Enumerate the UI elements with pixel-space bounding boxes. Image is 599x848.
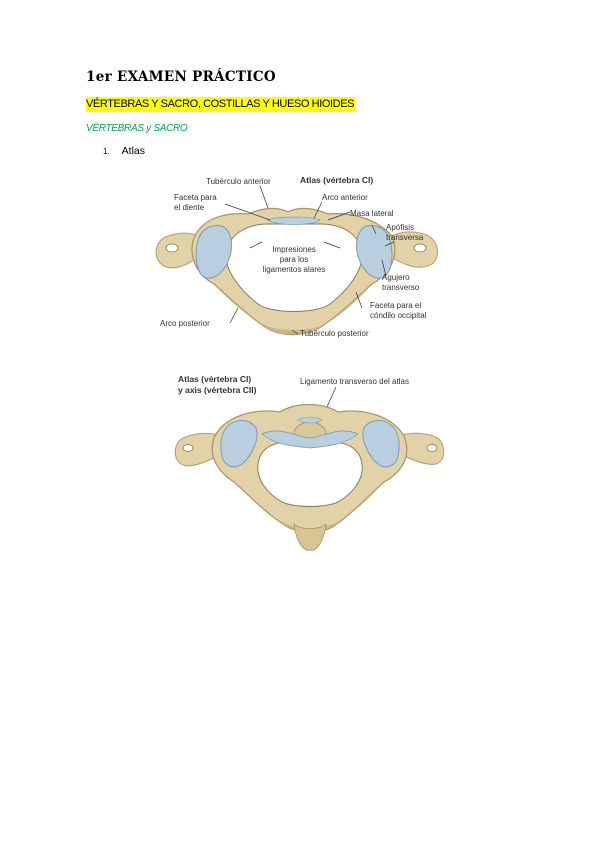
label-faceta-condilo-2: cóndilo occipital [370, 311, 427, 320]
label-impresiones-2: para los [280, 255, 308, 264]
label-tuberculo-anterior: Tubérculo anterior [206, 177, 271, 186]
label-arco-anterior: Arco anterior [322, 193, 368, 202]
figure2-title-2: y axis (vértebra CII) [178, 385, 257, 395]
label-impresiones-1: Impresiones [272, 245, 316, 254]
list-number: 1. [103, 147, 110, 156]
subsection-heading: VÉRTEBRAS y SACRO [86, 123, 188, 134]
atlas-axis-figure: Atlas (vértebra CI) y axis (vértebra CII… [174, 374, 445, 551]
label-agujero-1: Agujero [382, 273, 410, 282]
figure-labels: Tubérculo anterior Atlas (vértebra CI) F… [160, 175, 427, 338]
page-title: 1er EXAMEN PRÁCTICO [86, 69, 276, 85]
label-impresiones-3: ligamentos alares [263, 265, 326, 274]
label-masa-lateral: Masa lateral [350, 209, 394, 218]
atlas-figure: Tubérculo anterior Atlas (vértebra CI) F… [155, 175, 439, 338]
label-faceta-diente-2: el diente [174, 203, 205, 212]
label-arco-posterior: Arco posterior [160, 319, 210, 328]
label-apofisis-1: Apófisis [386, 223, 414, 232]
figure-title: Atlas (vértebra CI) [300, 175, 373, 185]
label-apofisis-2: transversa [386, 233, 424, 242]
label-agujero-2: transverso [382, 283, 420, 292]
atlas-axis-illustration [174, 403, 445, 551]
list-item: 1. Atlas [103, 145, 145, 157]
figure-labels-2: Atlas (vértebra CI) y axis (vértebra CII… [178, 374, 409, 395]
list-label: Atlas [121, 145, 146, 157]
label-faceta-diente-1: Faceta para [174, 193, 217, 202]
label-faceta-condilo-1: Faceta para el [370, 301, 421, 310]
label-ligamento-transverso: Ligamento transverso del atlas [300, 377, 409, 386]
section-heading: VÉRTEBRAS Y SACRO, COSTILLAS Y HUESO HIO… [86, 97, 356, 112]
figure2-title-1: Atlas (vértebra CI) [178, 374, 251, 384]
atlas-illustration [155, 207, 439, 336]
label-tuberculo-posterior: Tubérculo posterior [300, 329, 369, 338]
leader-lines [224, 185, 395, 335]
